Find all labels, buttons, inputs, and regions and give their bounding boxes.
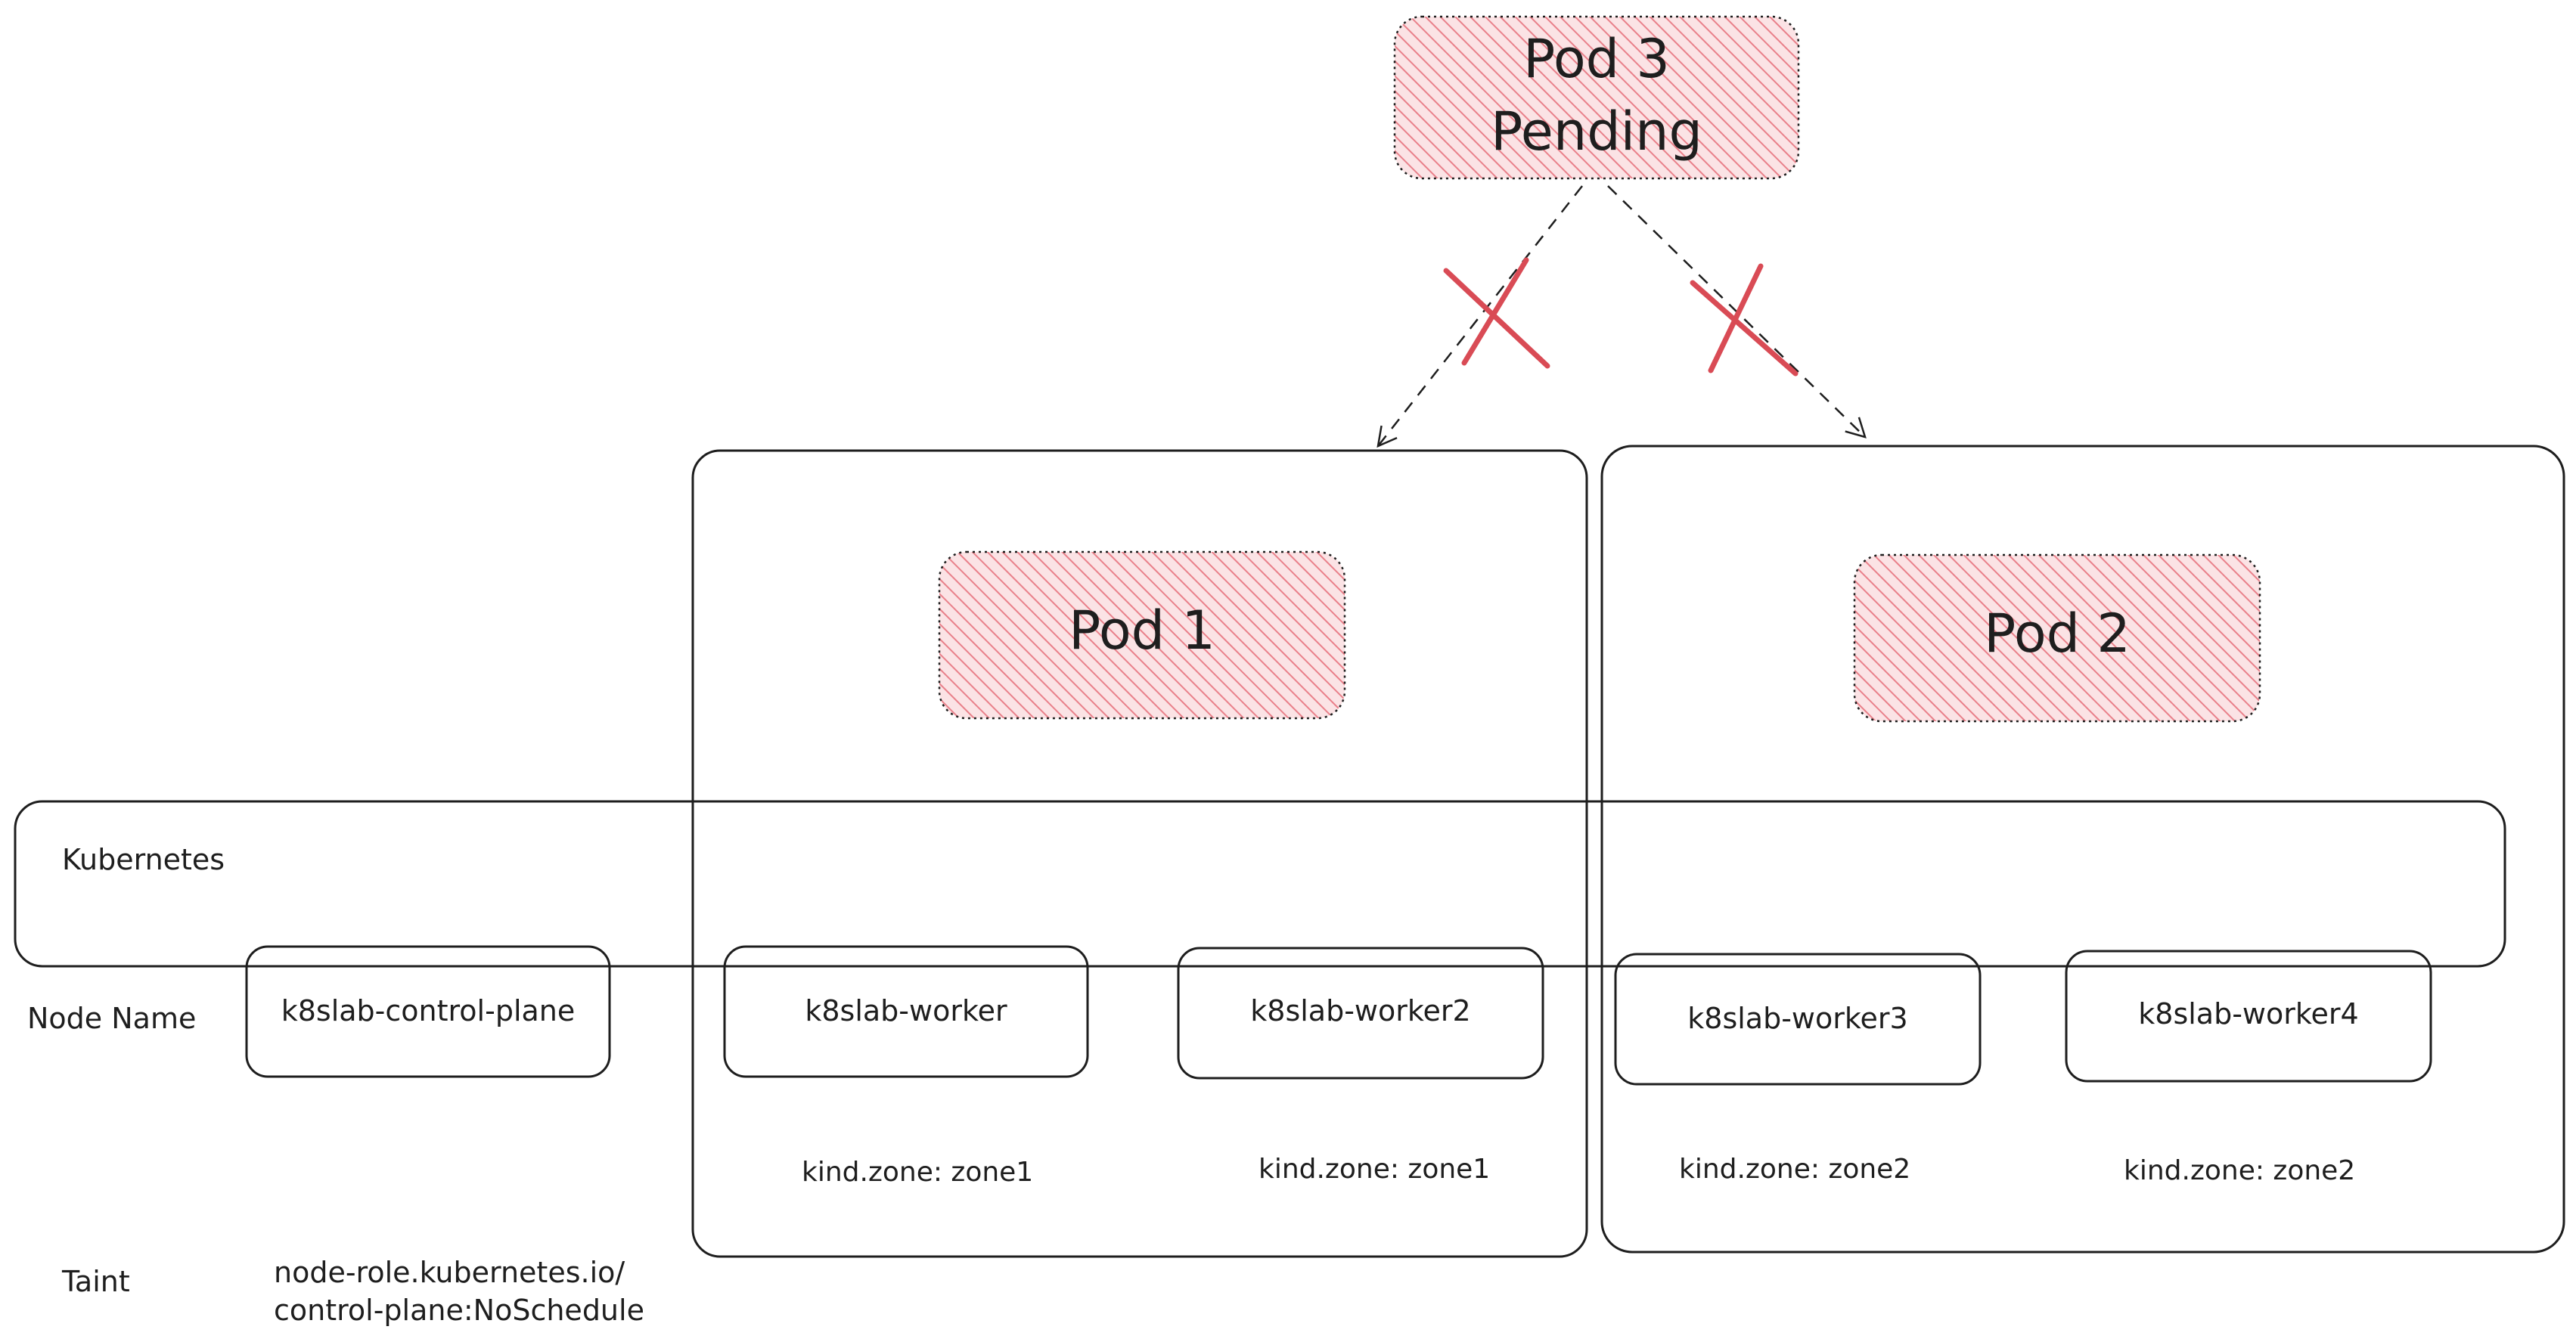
zone-label-worker3: kind.zone: zone2 <box>1679 1154 1910 1185</box>
row-label-taint: Taint <box>61 1265 130 1298</box>
pod1-label: Pod 1 <box>1069 600 1215 662</box>
zone1-container <box>691 449 1588 1258</box>
taint-line-1: node-role.kubernetes.io/ <box>274 1256 625 1289</box>
row-label-node-name: Node Name <box>27 1002 196 1035</box>
pod3-status: Pending <box>1491 101 1702 163</box>
node-name-label: k8slab-worker3 <box>1687 1002 1907 1035</box>
zone-label-worker4: kind.zone: zone2 <box>2124 1155 2355 1186</box>
node-control-plane: k8slab-control-plane <box>245 945 611 1078</box>
zone-label-worker: kind.zone: zone1 <box>802 1157 1033 1188</box>
pod2-label: Pod 2 <box>1984 603 2131 665</box>
zone2-container <box>1600 445 2565 1254</box>
node-worker4: k8slab-worker4 <box>2065 950 2432 1083</box>
cross-icon-zone2 <box>1690 263 1799 377</box>
pod2-box: Pod 2 <box>1853 553 2261 723</box>
node-name-label: k8slab-worker2 <box>1250 994 1470 1027</box>
pod3-title: Pod 3 <box>1523 28 1670 90</box>
node-name-label: k8slab-worker4 <box>2138 997 2358 1031</box>
taint-line-2: control-plane:NoSchedule <box>274 1294 644 1327</box>
pod1-box: Pod 1 <box>938 550 1346 720</box>
node-worker: k8slab-worker <box>723 945 1089 1078</box>
pod3-box: Pod 3 Pending <box>1393 15 1800 180</box>
node-worker3: k8slab-worker3 <box>1614 953 1982 1086</box>
node-name-label: k8slab-worker <box>805 994 1007 1027</box>
node-worker2: k8slab-worker2 <box>1177 947 1544 1080</box>
zone-label-worker2: kind.zone: zone1 <box>1259 1154 1490 1185</box>
node-name-label: k8slab-control-plane <box>281 994 576 1027</box>
cross-icon-zone1 <box>1443 257 1550 369</box>
arrow-to-zone1 <box>1376 185 1583 448</box>
cluster-label: Kubernetes <box>62 843 225 876</box>
kubernetes-cluster <box>14 800 2506 968</box>
